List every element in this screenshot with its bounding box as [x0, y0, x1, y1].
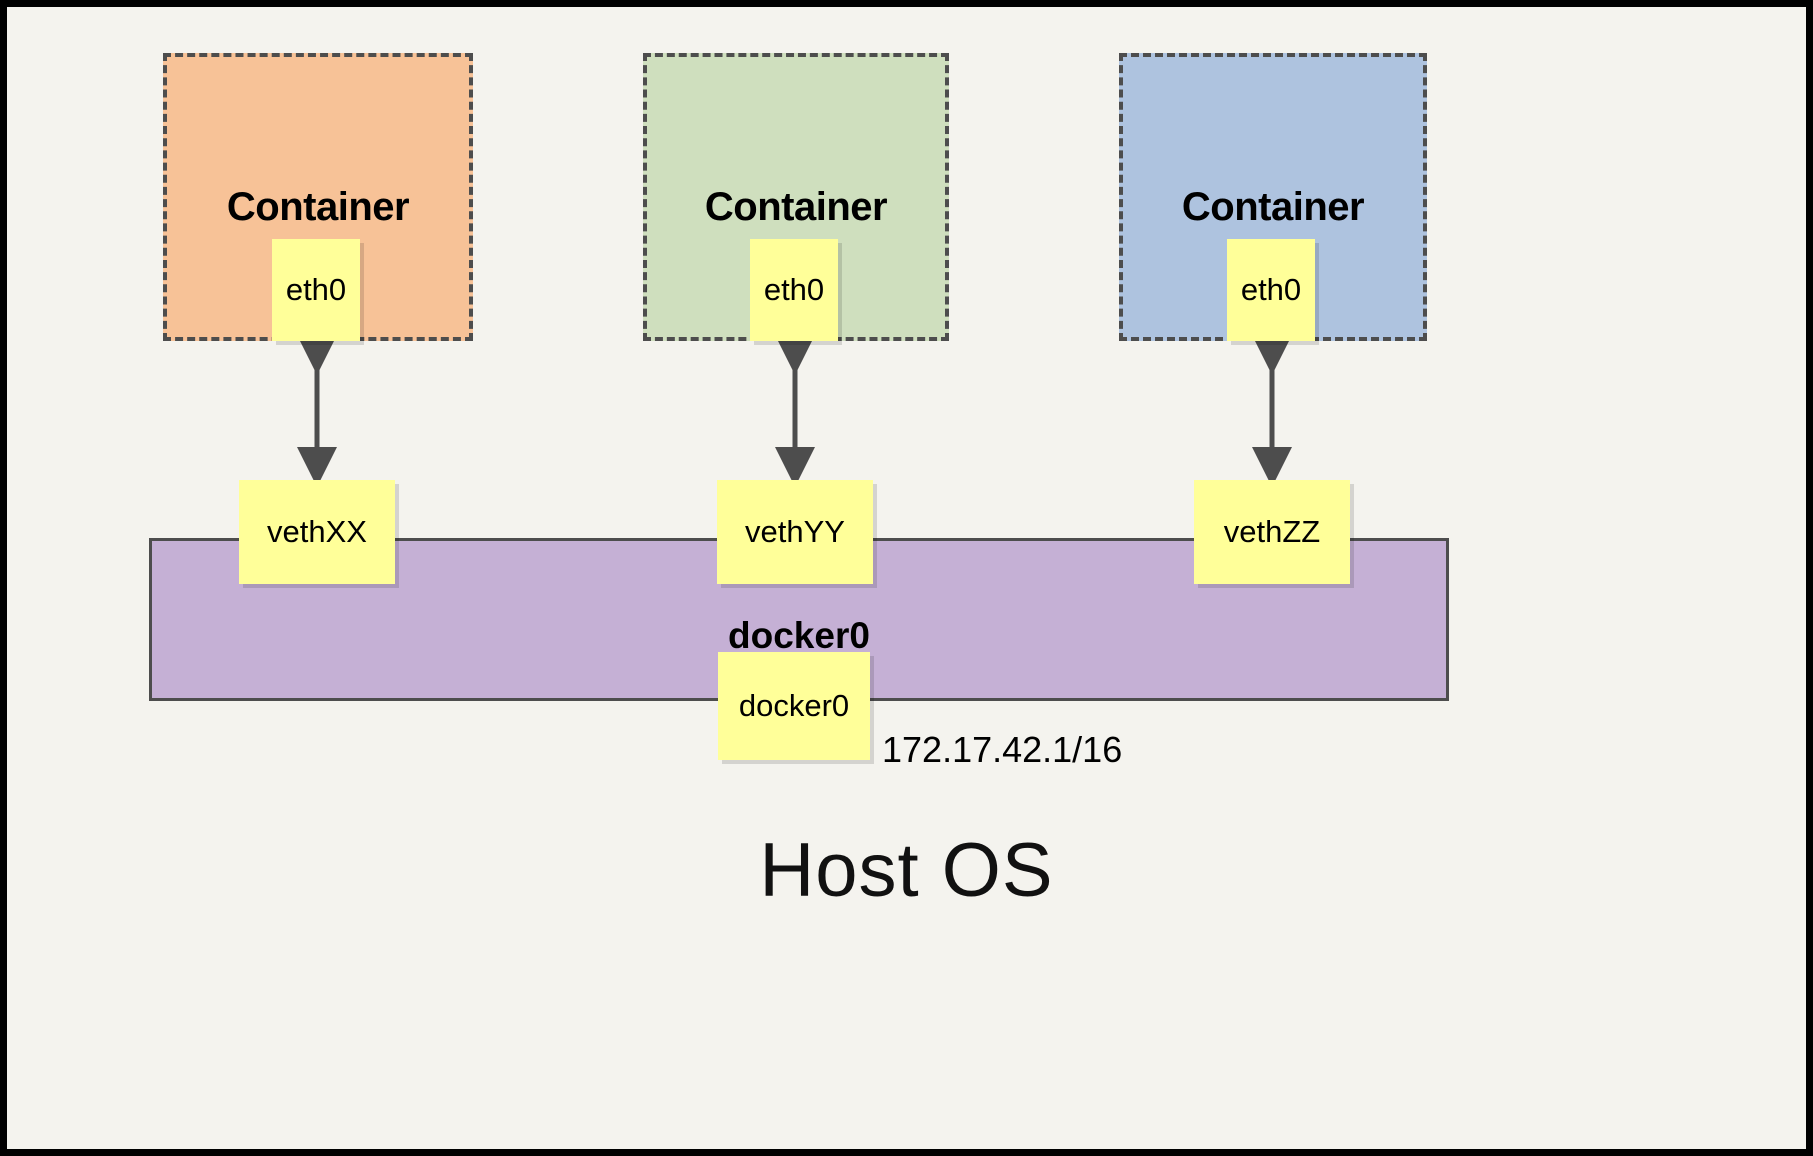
veth-interface-3[interactable]: vethZZ — [1194, 480, 1350, 584]
eth0-label-2: eth0 — [763, 272, 825, 307]
veth-arrow-2 — [775, 335, 815, 487]
container-title-1: Container — [226, 185, 410, 229]
veth-interface-2[interactable]: vethYY — [717, 480, 873, 584]
veth-arrow-3 — [1252, 335, 1292, 487]
docker0-interface[interactable]: docker0 — [718, 652, 870, 760]
veth-arrow-1 — [297, 335, 337, 487]
docker0-ip-address: 172.17.42.1/16 — [882, 729, 1123, 770]
veth-label-1: vethXX — [267, 514, 367, 549]
eth0-label-3: eth0 — [1240, 272, 1302, 307]
eth0-interface-3[interactable]: eth0 — [1227, 239, 1315, 341]
docker0-bridge-label: docker0 — [728, 615, 870, 656]
veth-label-3: vethZZ — [1223, 514, 1321, 549]
docker0-interface-label: docker0 — [738, 688, 850, 723]
container-title-2: Container — [704, 185, 888, 229]
eth0-label-1: eth0 — [285, 272, 347, 307]
host-os-label: Host OS — [759, 828, 1054, 913]
container-title-3: Container — [1181, 185, 1365, 229]
eth0-interface-2[interactable]: eth0 — [750, 239, 838, 341]
veth-interface-1[interactable]: vethXX — [239, 480, 395, 584]
eth0-interface-1[interactable]: eth0 — [272, 239, 360, 341]
veth-label-2: vethYY — [745, 514, 845, 549]
